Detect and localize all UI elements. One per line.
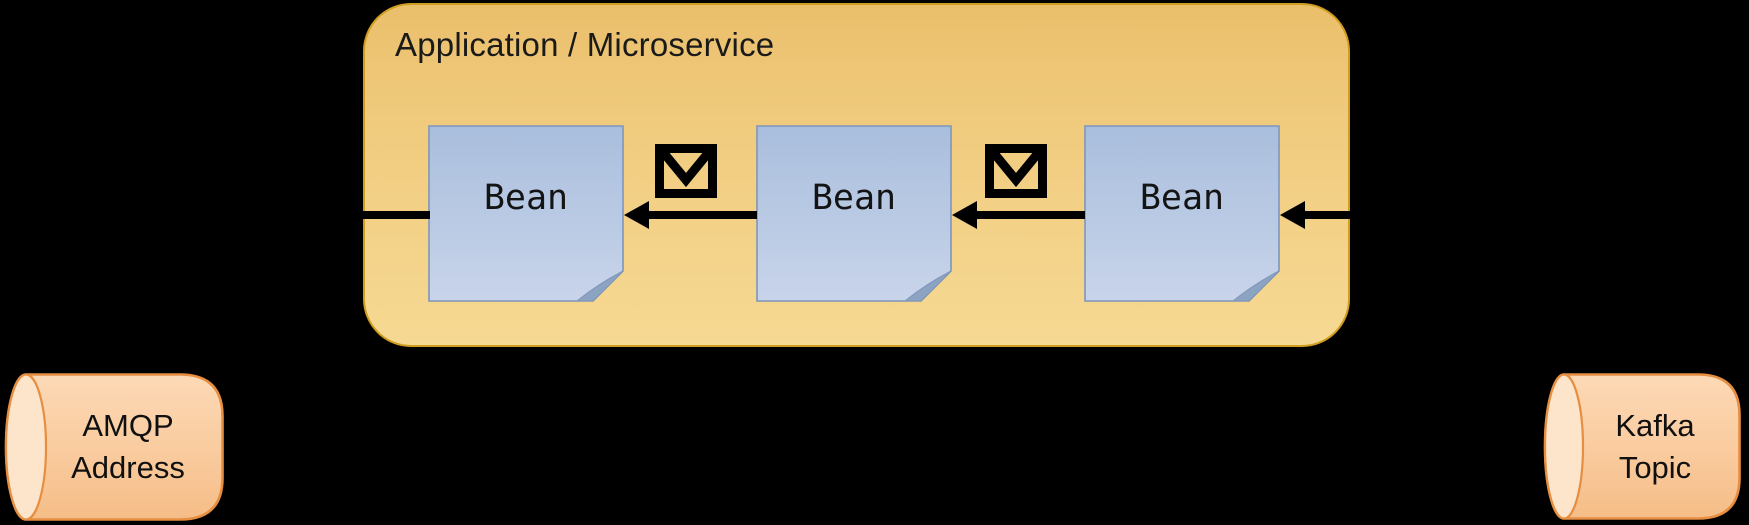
application-box-title: Application / Microservice: [395, 26, 775, 63]
cylinder-shape: [4, 373, 224, 521]
arrowhead-into-bean3: [1280, 201, 1305, 229]
kafka-topic-label: Kafka Topic: [1576, 372, 1734, 521]
arrowhead-into-bean1: [624, 201, 649, 229]
arrow-bean1-out-left: [350, 211, 430, 219]
kafka-topic-cylinder: Kafka Topic: [1542, 372, 1742, 521]
arrowhead-into-bean2: [952, 201, 977, 229]
kafka-label-line1: Kafka: [1615, 407, 1695, 443]
envelope-icon: [655, 144, 717, 198]
cylinder-shape: [1543, 373, 1741, 520]
amqp-label-line2: Address: [71, 450, 185, 485]
arrow-bean3-to-bean2: [974, 211, 1085, 219]
bean-label: Bean: [1139, 177, 1225, 218]
bean-node-1: Bean: [428, 125, 624, 302]
arrow-bean2-to-bean1: [646, 211, 757, 219]
amqp-address-label: AMQP Address: [39, 372, 217, 522]
envelope-icon: [985, 144, 1047, 198]
bean-label: Bean: [483, 177, 569, 218]
bean-label: Bean: [811, 177, 897, 218]
amqp-address-cylinder: AMQP Address: [3, 372, 225, 522]
kafka-label-line2: Topic: [1618, 449, 1692, 485]
bean-node-2: Bean: [756, 125, 952, 302]
note-shape: [756, 125, 952, 302]
note-shape: [1084, 125, 1280, 302]
arrow-right-edge-to-bean3: [1302, 211, 1368, 219]
note-shape: [428, 125, 624, 302]
amqp-label-line1: AMQP: [82, 408, 174, 443]
bean-node-3: Bean: [1084, 125, 1280, 302]
